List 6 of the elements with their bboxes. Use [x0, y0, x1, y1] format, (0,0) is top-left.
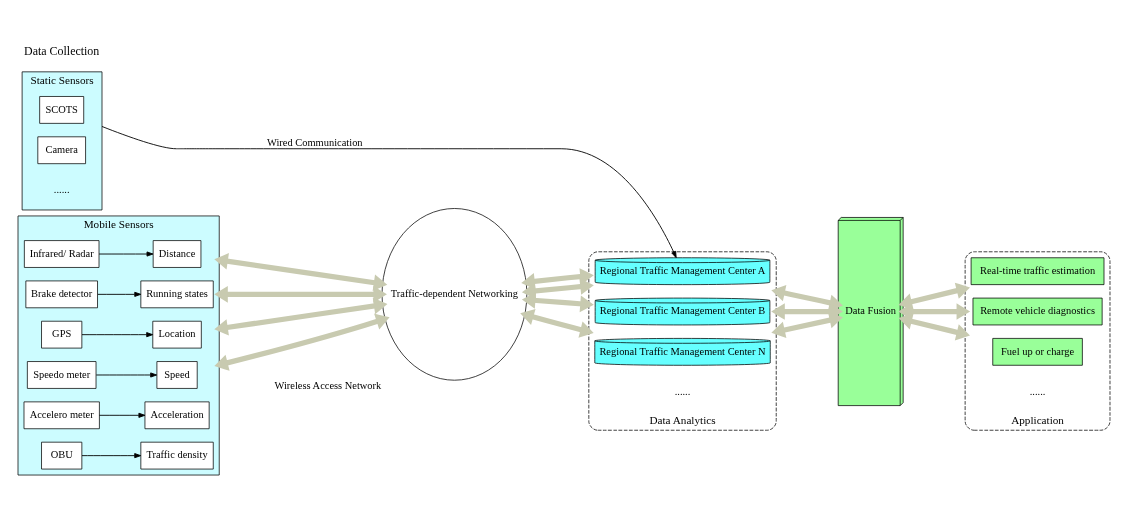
label: ......: [53, 184, 70, 196]
label: ......: [674, 385, 691, 397]
node-label: Wireless Access Network: [274, 379, 382, 391]
label: Data Collection: [24, 44, 100, 59]
label: ......: [1029, 385, 1046, 397]
edge-label: Wired Communication: [267, 136, 363, 148]
